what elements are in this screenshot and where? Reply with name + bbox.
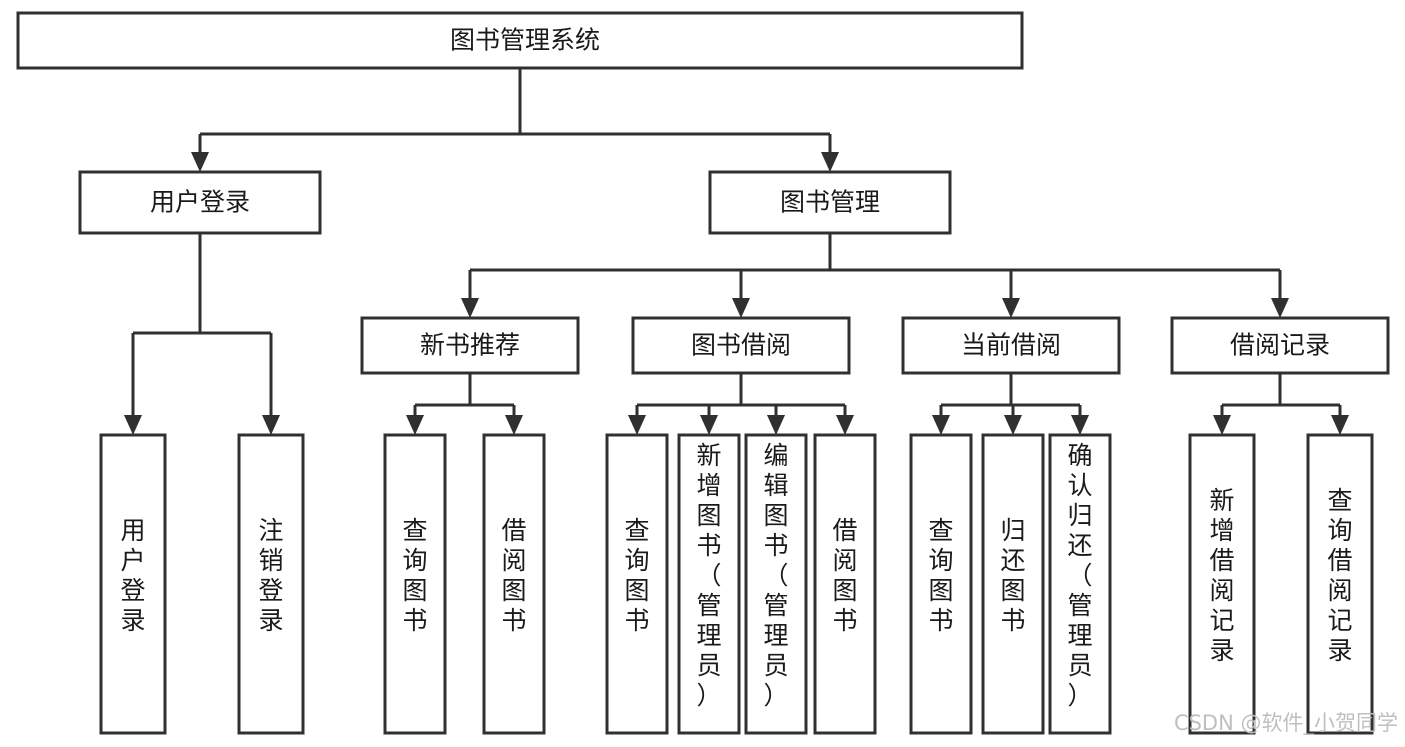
leaf-node-10[interactable]: 归还图书	[981, 433, 1045, 735]
csdn-watermark: CSDN @软件_小贺同学	[1174, 711, 1398, 736]
leaf-node-2-box[interactable]	[237, 433, 305, 735]
root-node-book-management-system[interactable]: 图书管理系统	[16, 11, 1024, 70]
leaf-node-2-label: 注销登录	[258, 516, 283, 635]
level2-node-2-box[interactable]	[631, 316, 851, 375]
book-mgmt-to-level2-branch-3-arrowhead	[1271, 298, 1289, 318]
leaf-node-13-box[interactable]	[1306, 433, 1374, 735]
level1-node-2-label: 图书管理	[780, 188, 880, 217]
leaf-node-5[interactable]: 查询图书	[605, 433, 669, 735]
leaf-node-11-label: 确认归还（管理员）	[1067, 441, 1092, 710]
level1-node-1-box[interactable]	[78, 170, 322, 235]
leaf-node-13-label: 查询借阅记录	[1327, 486, 1352, 665]
leaf-node-1-label: 用户登录	[120, 516, 145, 635]
leaf-node-9-label: 查询图书	[928, 516, 953, 635]
leaf-node-4-label: 借阅图书	[501, 516, 526, 635]
root-to-level1-branch-1-arrowhead	[821, 152, 839, 172]
leaf-node-11[interactable]: 确认归还（管理员）	[1048, 433, 1112, 735]
level2-node-4-box[interactable]	[1170, 316, 1390, 375]
leaf-node-5-box[interactable]	[605, 433, 669, 735]
leaf-node-12-box[interactable]	[1188, 433, 1256, 735]
leaf-node-3-label: 查询图书	[402, 516, 427, 635]
level1-node-2[interactable]: 图书管理	[708, 170, 952, 235]
book-borrow-to-leaves-branch-3-arrowhead	[836, 415, 854, 435]
connector-lines	[124, 68, 1349, 435]
leaf-node-7-label: 编辑图书（管理员）	[763, 441, 788, 710]
leaf-node-12-label: 新增借阅记录	[1209, 486, 1234, 665]
leaf-node-5-label: 查询图书	[624, 516, 649, 635]
root-node-book-management-system-box[interactable]	[16, 11, 1024, 70]
user-login-to-leaves-branch-1-arrowhead	[262, 415, 280, 435]
level2-node-1[interactable]: 新书推荐	[360, 316, 580, 375]
leaf-node-9-box[interactable]	[909, 433, 973, 735]
user-login-to-leaves-branch-0-arrowhead	[124, 415, 142, 435]
leaf-node-2[interactable]: 注销登录	[237, 433, 305, 735]
current-borrow-to-leaves-branch-0-arrowhead	[932, 415, 950, 435]
leaf-node-8-box[interactable]	[813, 433, 877, 735]
level2-node-3[interactable]: 当前借阅	[901, 316, 1121, 375]
level2-node-3-box[interactable]	[901, 316, 1121, 375]
leaf-node-1[interactable]: 用户登录	[99, 433, 167, 735]
root-node-book-management-system-label: 图书管理系统	[450, 26, 600, 55]
book-borrow-to-leaves-branch-0-arrowhead	[628, 415, 646, 435]
leaf-node-3[interactable]: 查询图书	[383, 433, 447, 735]
new-book-rec-to-leaves-branch-1-arrowhead	[505, 415, 523, 435]
book-mgmt-to-level2-branch-2-arrowhead	[1002, 298, 1020, 318]
level1-node-1[interactable]: 用户登录	[78, 170, 322, 235]
borrow-record-to-leaves-branch-1-arrowhead	[1331, 415, 1349, 435]
book-mgmt-to-level2-branch-1-arrowhead	[732, 298, 750, 318]
leaf-node-3-box[interactable]	[383, 433, 447, 735]
leaf-node-6-label: 新增图书（管理员）	[696, 441, 721, 710]
diagram-nodes: 图书管理系统用户登录图书管理新书推荐图书借阅当前借阅借阅记录用户登录注销登录查询…	[16, 11, 1390, 735]
level2-node-4[interactable]: 借阅记录	[1170, 316, 1390, 375]
book-mgmt-to-level2-branch-0-arrowhead	[461, 298, 479, 318]
leaf-node-4-box[interactable]	[482, 433, 546, 735]
leaf-node-7[interactable]: 编辑图书（管理员）	[744, 433, 808, 735]
new-book-rec-to-leaves-branch-0-arrowhead	[406, 415, 424, 435]
leaf-node-10-box[interactable]	[981, 433, 1045, 735]
leaf-node-10-label: 归还图书	[1000, 516, 1025, 635]
level2-node-3-label: 当前借阅	[961, 331, 1061, 360]
level2-node-1-box[interactable]	[360, 316, 580, 375]
leaf-node-6-box[interactable]	[677, 433, 741, 735]
level1-node-2-box[interactable]	[708, 170, 952, 235]
leaf-node-7-box[interactable]	[744, 433, 808, 735]
level2-node-1-label: 新书推荐	[420, 331, 520, 360]
leaf-node-4[interactable]: 借阅图书	[482, 433, 546, 735]
book-borrow-to-leaves-branch-1-arrowhead	[700, 415, 718, 435]
leaf-node-9[interactable]: 查询图书	[909, 433, 973, 735]
current-borrow-to-leaves-branch-1-arrowhead	[1004, 415, 1022, 435]
leaf-node-1-box[interactable]	[99, 433, 167, 735]
book-borrow-to-leaves-branch-2-arrowhead	[767, 415, 785, 435]
leaf-node-11-box[interactable]	[1048, 433, 1112, 735]
leaf-node-13[interactable]: 查询借阅记录	[1306, 433, 1374, 735]
leaf-node-8-label: 借阅图书	[832, 516, 857, 635]
leaf-node-6[interactable]: 新增图书（管理员）	[677, 433, 741, 735]
leaf-node-12[interactable]: 新增借阅记录	[1188, 433, 1256, 735]
leaf-node-8[interactable]: 借阅图书	[813, 433, 877, 735]
current-borrow-to-leaves-branch-2-arrowhead	[1071, 415, 1089, 435]
borrow-record-to-leaves-branch-0-arrowhead	[1213, 415, 1231, 435]
level2-node-2[interactable]: 图书借阅	[631, 316, 851, 375]
level1-node-1-label: 用户登录	[150, 188, 250, 217]
root-to-level1-branch-0-arrowhead	[191, 152, 209, 172]
level2-node-2-label: 图书借阅	[691, 331, 791, 360]
level2-node-4-label: 借阅记录	[1230, 331, 1330, 360]
